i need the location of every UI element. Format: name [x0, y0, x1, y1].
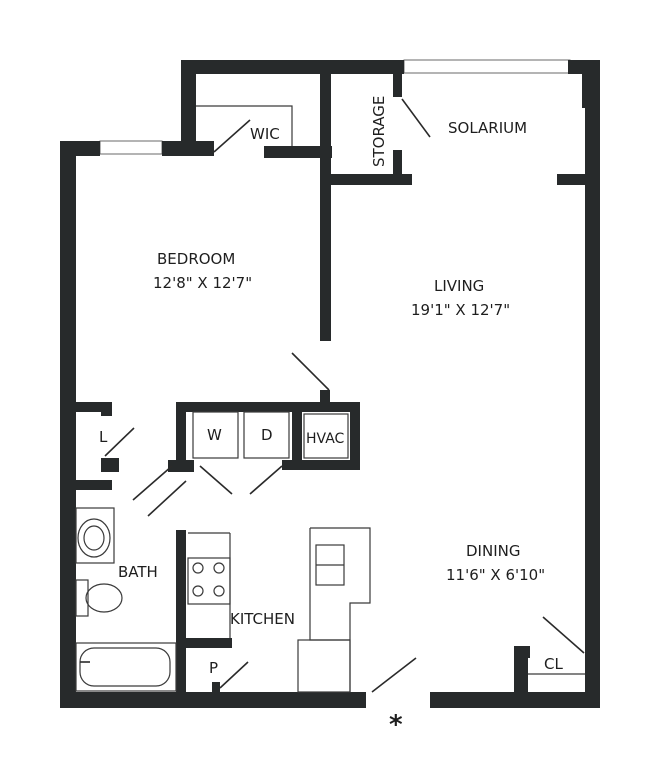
label-hvac: HVAC — [306, 431, 345, 447]
wall-hvac-bottom — [282, 460, 360, 470]
label-living-size: 19'1" X 12'7" — [411, 301, 510, 319]
bath-tub-inner — [79, 647, 171, 687]
wall-right — [585, 60, 600, 708]
wall-linen-top — [76, 402, 112, 412]
burner-4 — [213, 585, 225, 597]
wall-kitchen-left — [176, 530, 186, 692]
door-laundry-1 — [132, 465, 173, 501]
wall-pantry-top — [186, 638, 232, 648]
door-wic — [213, 119, 251, 153]
door-bedroom — [291, 352, 330, 391]
door-linen — [104, 427, 135, 457]
burner-2 — [213, 562, 225, 574]
wall-bedroom-top-mid — [162, 141, 214, 156]
wall-hvac-right — [350, 402, 360, 468]
door-closet — [542, 616, 585, 654]
bath-vanity — [75, 507, 115, 564]
dryer-unit — [243, 411, 290, 459]
label-washer: W — [207, 426, 222, 444]
wall-laundry-top — [176, 402, 360, 412]
fixtures — [75, 105, 585, 693]
burner-3 — [192, 585, 204, 597]
door-laundry-2 — [147, 480, 187, 517]
hvac-unit — [303, 413, 349, 459]
label-closet: CL — [544, 655, 563, 673]
wall-storage-bottom — [320, 174, 412, 185]
window-solarium — [403, 59, 571, 74]
door-laundry-4 — [249, 465, 283, 495]
label-wic: WIC — [250, 125, 280, 143]
wall-bottom-left — [60, 692, 366, 708]
bath-sink-inner — [83, 525, 105, 551]
door-pantry — [219, 661, 249, 689]
toilet-bowl — [85, 583, 123, 613]
wall-laundry-left — [176, 402, 186, 472]
label-dining: DINING — [466, 542, 520, 560]
windows — [99, 59, 571, 155]
fridge — [297, 639, 351, 693]
door-entry — [371, 657, 417, 693]
wall-closet-left — [514, 646, 528, 696]
label-pantry: P — [209, 659, 218, 677]
window-bedroom — [99, 140, 163, 155]
wall-storage-right-lower — [393, 150, 402, 182]
wic-shelf — [196, 105, 293, 146]
wall-wic-left — [181, 60, 196, 156]
label-bath: BATH — [118, 563, 158, 581]
wall-bottom-right — [430, 692, 600, 708]
wall-bedroom-top-right — [264, 146, 332, 158]
wall-storage-right-upper — [393, 73, 402, 97]
walls — [60, 60, 600, 708]
door-laundry-3 — [199, 465, 233, 495]
label-kitchen: KITCHEN — [230, 610, 295, 628]
label-dryer: D — [261, 426, 273, 444]
kitchen-counter — [309, 527, 371, 692]
label-living: LIVING — [434, 277, 484, 295]
labels: WIC STORAGE SOLARIUM BEDROOM 12'8" X 12'… — [99, 96, 563, 740]
wall-laundry-divider — [292, 402, 302, 468]
wall-laundry-stub — [168, 460, 194, 472]
toilet-tank — [75, 579, 89, 617]
label-bedroom-size: 12'8" X 12'7" — [153, 274, 252, 292]
wall-solarium-stub — [557, 174, 587, 185]
wall-pantry-door-jamb — [212, 682, 220, 694]
label-bedroom: BEDROOM — [157, 250, 235, 268]
wall-bedroom-living — [320, 73, 331, 341]
doors — [80, 98, 585, 693]
label-storage: STORAGE — [370, 96, 388, 167]
wall-left — [60, 141, 76, 708]
label-linen: L — [99, 428, 108, 446]
bath-tub — [75, 642, 177, 692]
burner-1 — [192, 562, 204, 574]
wall-hvac-post — [320, 390, 330, 406]
wall-linen-jamb-top — [101, 402, 112, 416]
wall-top-wic — [181, 60, 404, 74]
washer-unit — [192, 411, 239, 459]
door-storage — [401, 98, 431, 138]
entry-marker: * — [389, 710, 403, 740]
label-dining-size: 11'6" X 6'10" — [446, 566, 545, 584]
wall-closet-top — [514, 646, 530, 658]
wall-linen-bottom — [76, 480, 112, 490]
bath-sink — [77, 518, 111, 558]
wall-linen-jamb-bottom — [101, 458, 119, 472]
label-solarium: SOLARIUM — [448, 119, 527, 137]
